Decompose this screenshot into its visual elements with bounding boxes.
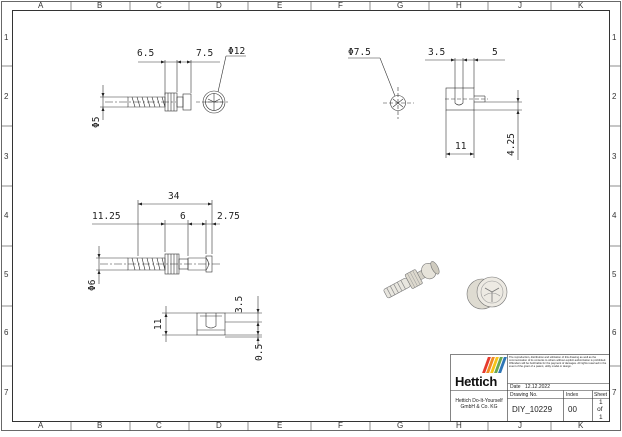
- dim-v1-7-5: 7.5: [196, 48, 213, 59]
- zone-row-7-left: 7: [4, 388, 9, 397]
- sheet-total: 1: [599, 413, 603, 421]
- zone-col-b-bottom: B: [97, 421, 103, 430]
- zone-col-f-top: F: [338, 1, 343, 10]
- zone-col-h-bottom: H: [456, 421, 462, 430]
- brand-name: Hettich: [455, 374, 497, 389]
- zone-row-2-right: 2: [612, 92, 617, 101]
- view3-arrows: [97, 202, 216, 274]
- copyright-disclaimer: The reproduction, distribution and utili…: [509, 356, 607, 369]
- sheet-of: of: [597, 406, 603, 414]
- dim-v4-0-5: 0.5: [254, 344, 265, 361]
- company-name: Hettich Do-It-Yourself GmbH & Co. KG: [452, 398, 506, 410]
- zone-col-d-top: D: [216, 1, 222, 10]
- dim-v4-11: 11: [153, 318, 164, 330]
- date-label: Date: [510, 384, 521, 390]
- dim-v2-3-5: 3.5: [428, 47, 445, 58]
- zone-col-b-top: B: [97, 1, 103, 10]
- view4-housing: [162, 296, 262, 348]
- zone-row-3-left: 3: [4, 152, 9, 161]
- zone-col-g-top: G: [397, 1, 404, 10]
- zone-row-5-right: 5: [612, 270, 617, 279]
- dim-v1-6-5: 6.5: [137, 48, 154, 59]
- dim-v3-6: 6: [180, 211, 186, 222]
- dim-v3-11-25: 11.25: [92, 211, 121, 222]
- zone-col-a-top: A: [38, 1, 44, 10]
- title-block-frame: [450, 354, 610, 422]
- iso-cam: [466, 276, 508, 310]
- dim-v3-2-75: 2.75: [217, 211, 240, 222]
- index-value: 00: [568, 405, 577, 414]
- zone-col-j-bottom: J: [518, 421, 522, 430]
- zone-col-a-bottom: A: [38, 421, 44, 430]
- dim-v2-11: 11: [455, 141, 467, 152]
- zone-col-k-bottom: K: [578, 421, 584, 430]
- brand-stripes: [482, 357, 507, 373]
- zone-row-6-left: 6: [4, 328, 9, 337]
- zone-row-2-left: 2: [4, 92, 9, 101]
- zone-col-j-top: J: [518, 1, 522, 10]
- date-value: 12.12.2022: [524, 384, 550, 390]
- zone-row-1-right: 1: [612, 33, 617, 42]
- company-line-2: GmbH & Co. KG: [460, 404, 498, 410]
- sheet-count: 1 of 1: [597, 399, 603, 421]
- dim-v2-4-25: 4.25: [506, 133, 517, 156]
- iso-bolt: [383, 261, 440, 299]
- zone-row-4-left: 4: [4, 211, 9, 220]
- dim-v4-3-5: 3.5: [234, 296, 245, 313]
- dim-v2-5: 5: [492, 47, 498, 58]
- view1-arrows: [101, 60, 191, 111]
- zone-col-c-top: C: [156, 1, 162, 10]
- drawing-no-value: DIY_10229: [512, 405, 553, 414]
- view3-bolt: [92, 200, 222, 284]
- zone-row-3-right: 3: [612, 152, 617, 161]
- sheet-label: Sheet: [594, 392, 608, 398]
- zone-col-h-top: H: [456, 1, 462, 10]
- company-line-1: Hettich Do-It-Yourself: [455, 398, 503, 404]
- zone-col-e-bottom: E: [277, 421, 283, 430]
- index-label: Index: [566, 392, 579, 398]
- sheet-number: 1: [599, 399, 603, 406]
- zone-col-k-top: K: [578, 1, 584, 10]
- brand-logo: Hettich: [455, 357, 507, 389]
- view1-bolt: [100, 55, 246, 120]
- zone-row-5-left: 5: [4, 270, 9, 279]
- zone-col-g-bottom: G: [397, 421, 404, 430]
- dim-v3-dia6: Φ6: [87, 279, 98, 291]
- zone-col-c-bottom: C: [156, 421, 162, 430]
- date-row: Date 12.12.2022: [510, 384, 550, 390]
- dim-v3-34: 34: [168, 191, 180, 202]
- zone-row-4-right: 4: [612, 211, 617, 220]
- dim-v1-dia12: Φ12: [228, 46, 245, 57]
- zone-row-1-left: 1: [4, 33, 9, 42]
- drawing-no-label: Drawing No.: [510, 392, 538, 398]
- view2-arrows: [446, 58, 520, 156]
- zone-row-6-right: 6: [612, 328, 617, 337]
- dim-v1-dia5: Φ5: [91, 117, 102, 128]
- dim-v2-dia7-5: Φ7.5: [348, 47, 371, 58]
- zone-row-7-right: 7: [612, 388, 617, 397]
- zone-col-d-bottom: D: [216, 421, 222, 430]
- view2-cam: [348, 57, 522, 160]
- zone-col-e-top: E: [277, 1, 283, 10]
- zone-col-f-bottom: F: [338, 421, 343, 430]
- view4-arrows: [164, 309, 260, 341]
